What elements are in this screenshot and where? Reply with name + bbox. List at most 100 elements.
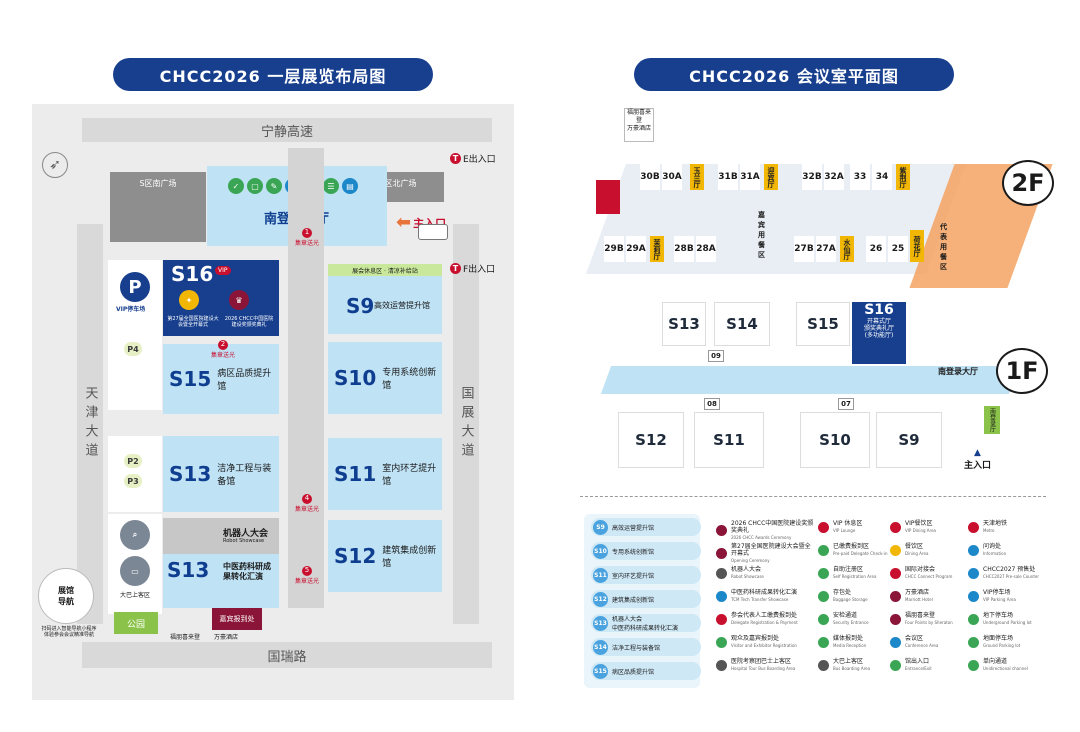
legend-icon (818, 544, 829, 556)
hall-s11-zh: 室内环艺提升馆 (382, 464, 437, 487)
hall-s12[interactable]: S12 建筑集成创新馆 (328, 520, 442, 592)
bus-icon: ▭ (120, 556, 150, 586)
room-hehua[interactable]: 荷花厅 (910, 230, 924, 262)
gate-e[interactable]: T E出入口 (450, 152, 496, 165)
bus-area-label: 大巴上客区 (119, 592, 150, 599)
legend-icon (890, 544, 901, 556)
hall-s16[interactable]: S16 VIP ✦ ♛ 第27届全国医院建设大会暨全开幕式 2026 CHCC中… (163, 260, 279, 336)
legend-icon (716, 590, 727, 602)
legend-hall-number: S11 (593, 567, 608, 583)
stamp-5-label: 集章送光 (294, 578, 319, 585)
hall-1f-s16[interactable]: S16 开幕式厅 颁奖典礼厅 (多功能厅) (852, 302, 906, 364)
room-29b[interactable]: 29B (604, 236, 624, 262)
legend-icon (716, 613, 727, 625)
room-31b[interactable]: 31B (718, 164, 738, 190)
qr-code[interactable]: 展馆 导航 (38, 568, 94, 624)
parking-area-2: P2 P3 (108, 436, 162, 512)
legend-icon (818, 636, 829, 648)
arrow-left-icon: ⬅ (396, 212, 412, 233)
room-yulan[interactable]: 玉兰厅 (690, 164, 704, 190)
legend-icon (818, 613, 829, 625)
main-entry-1f-label: 主入口 (964, 461, 992, 471)
hall-s13-code: S13 (167, 558, 210, 582)
hall-1f-s14[interactable]: S14 (714, 302, 770, 346)
robot-en: Robot Showcase (223, 538, 265, 544)
room-28b[interactable]: 28B (674, 236, 694, 262)
main-corridor (288, 148, 324, 608)
hall-1f-s12[interactable]: S12 (618, 412, 684, 468)
room-27a[interactable]: 27A (816, 236, 836, 262)
hall-s10[interactable]: S10 专用系统创新馆 (328, 342, 442, 414)
hall-s9[interactable]: 展会休息区 · 清凉补给站 S9 高效运营提升馆 (328, 264, 442, 334)
legend-icon (890, 567, 901, 579)
room-09[interactable]: 09 (708, 350, 724, 362)
room-34[interactable]: 34 (872, 164, 892, 190)
room-shuixian[interactable]: 水仙厅 (840, 236, 854, 262)
hall-1f-s16-code: S16 (864, 302, 894, 318)
room-31a[interactable]: 31A (740, 164, 760, 190)
hall-s13[interactable]: 机器人大会 Robot Showcase S13 中医药科研成果转化汇演 (163, 518, 279, 608)
hall-1f-s13[interactable]: S13 (662, 302, 706, 346)
hall-1f-s15[interactable]: S15 (796, 302, 850, 346)
s16-desc: 开幕式厅 颁奖典礼厅 (多功能厅) (863, 318, 894, 339)
hall-1f-s10[interactable]: S10 (800, 412, 870, 468)
legend-hall-number: S14 (593, 639, 608, 655)
room-moli[interactable]: 茉莉厅 (650, 236, 664, 262)
room-32b[interactable]: 32B (802, 164, 822, 190)
awards-ceremony-icon: ♛ (229, 290, 249, 310)
room-yingbin[interactable]: 迎宾厅 (764, 164, 778, 190)
room-07[interactable]: 07 (838, 398, 854, 410)
room-33[interactable]: 33 (850, 164, 870, 190)
room-29a[interactable]: 29A (626, 236, 646, 262)
legend-icon (890, 590, 901, 602)
gate-f[interactable]: T F出入口 (450, 262, 495, 275)
room-30b[interactable]: 30B (640, 164, 660, 190)
vip-badge: VIP (215, 266, 231, 275)
legend-icon (968, 613, 979, 625)
hall-s15-code: S15 (169, 367, 212, 391)
hall-1f-s9[interactable]: S9 (876, 412, 942, 468)
room-30a[interactable]: 30A (662, 164, 682, 190)
legend-icon (890, 613, 901, 625)
room-26[interactable]: 26 (866, 236, 886, 262)
legend-hall-label: 专用系统创新馆 (612, 548, 655, 556)
legend-icon (716, 659, 727, 671)
registration-icon: ✓ (228, 178, 244, 194)
hall-s11[interactable]: S11 室内环艺提升馆 (328, 438, 442, 510)
hall-s15[interactable]: S15 病区品质提升馆 (163, 344, 279, 414)
legend-icon (968, 636, 979, 648)
vip-registration[interactable]: 嘉宾报到处 (212, 608, 262, 630)
room-28a[interactable]: 28A (696, 236, 716, 262)
robot-area (163, 518, 279, 554)
hall-s14-zh: 洁净工程与装备馆 (217, 464, 272, 487)
room-27b[interactable]: 27B (794, 236, 814, 262)
tcm-label: 中医药科研成果转化汇演 (223, 562, 271, 581)
hall-1f-s11[interactable]: S11 (694, 412, 764, 468)
legend-icon (968, 590, 979, 602)
hall-s14[interactable]: S13 洁净工程与装备馆 (163, 436, 279, 512)
rest-area: 展会休息区 · 清凉补给站 (328, 264, 442, 276)
metro-icon: T (450, 263, 461, 274)
room-08[interactable]: 08 (704, 398, 720, 410)
room-32a[interactable]: 32A (824, 164, 844, 190)
room-25[interactable]: 25 (888, 236, 908, 262)
main-entry-1f[interactable]: ▲ 主入口 (964, 448, 991, 471)
room-zijing[interactable]: 紫荆厅 (896, 164, 910, 190)
